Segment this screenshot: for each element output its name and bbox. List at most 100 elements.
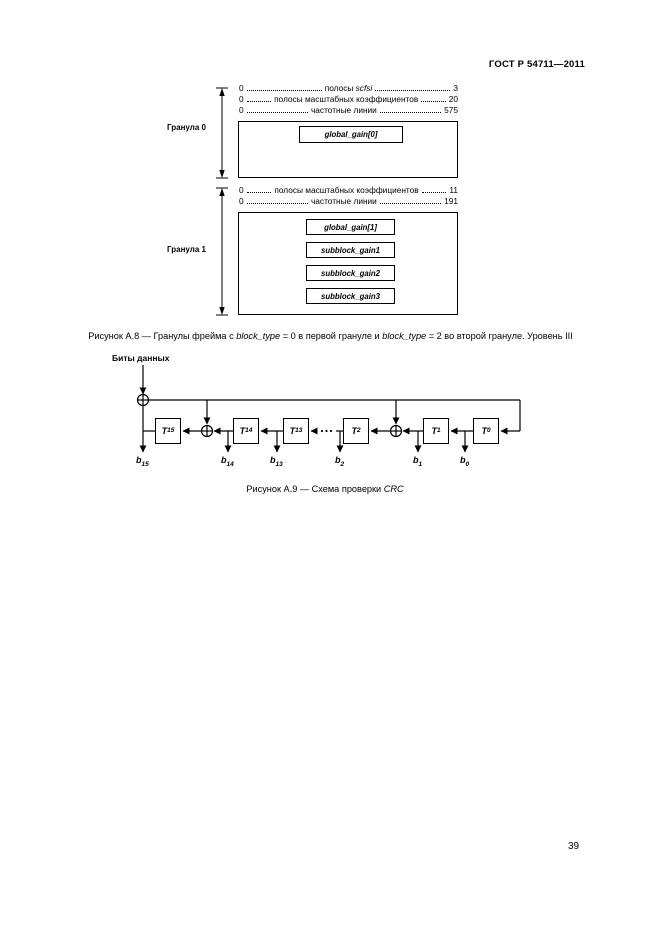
dotted-leader — [246, 101, 272, 102]
dotted-leader — [379, 112, 442, 113]
row-label: полосы scfsi — [325, 84, 373, 93]
granule0-row-scfsi: 0 полосы scfsi 3 — [239, 84, 458, 93]
dotted-leader — [421, 101, 446, 102]
dotted-leader — [246, 90, 322, 91]
figure-a9-caption: Рисунок А.9 — Схема проверки CRC — [10, 484, 640, 494]
granule0-dimension-arrow — [216, 87, 228, 179]
row-right-value: 20 — [448, 94, 458, 104]
output-letter: b — [334, 455, 341, 465]
granule0-row-scalefactor-bands: 0 полосы масштабных коэффициентов 20 — [239, 95, 458, 104]
page-number: 39 — [568, 841, 580, 852]
crc-wires — [139, 365, 521, 453]
output-letter: b — [412, 455, 419, 465]
output-b13: b13 — [270, 455, 283, 468]
row-label: частотные линии — [311, 106, 377, 115]
register-subscript: 2 — [356, 426, 361, 434]
row-label-text: полосы — [324, 83, 356, 93]
crc-input-label: Биты данных — [112, 353, 170, 363]
dotted-leader — [375, 90, 451, 91]
register-letter: T — [289, 426, 296, 436]
output-b1: b1 — [413, 455, 422, 468]
granule1-label: Гранула 1 — [167, 245, 206, 254]
row-label-text: частотные линии — [310, 196, 377, 206]
output-letter: b — [135, 455, 142, 465]
dotted-leader — [246, 203, 308, 204]
row-right-value: 191 — [444, 196, 459, 206]
ellipsis-dots — [320, 429, 333, 433]
row-label: полосы масштабных коэффициентов — [274, 186, 418, 195]
granule0-label: Гранула 0 — [167, 123, 206, 132]
register-subscript: 1 — [436, 426, 441, 434]
row-label-text: частотные линии — [310, 105, 377, 115]
subblock-gain1-box: subblock_gain1 — [306, 242, 395, 258]
row-label: полосы масштабных коэффициентов — [274, 95, 418, 104]
output-subscript: 14 — [226, 460, 234, 468]
global-gain0-box: global_gain[0] — [299, 126, 403, 143]
output-letter: b — [220, 455, 227, 465]
subblock-gain2-box: subblock_gain2 — [306, 265, 395, 281]
register-letter: T — [351, 426, 357, 436]
row-left-value: 0 — [239, 94, 244, 104]
row-left-value: 0 — [239, 105, 244, 115]
caption-italic: CRC — [383, 484, 404, 494]
output-subscript: 15 — [141, 460, 149, 468]
xor-icon — [200, 424, 214, 438]
granule1-row-scalefactor-bands: 0 полосы масштабных коэффициентов 11 — [239, 186, 458, 195]
figure-a8-caption: Рисунок А.8 — Гранулы фрейма с block_typ… — [18, 331, 643, 341]
row-left-value: 0 — [239, 185, 244, 195]
caption-italic: block_type — [236, 331, 281, 341]
caption-text: Рисунок А.8 — Гранулы фрейма с — [88, 331, 237, 341]
document-header: ГОСТ Р 54711—2011 — [488, 59, 585, 70]
row-left-value: 0 — [239, 196, 244, 206]
dotted-leader — [421, 192, 447, 193]
output-b2: b2 — [335, 455, 344, 468]
output-letter: b — [459, 455, 466, 465]
caption-text: = 0 в первой грануле и — [280, 331, 383, 341]
output-b0: b0 — [460, 455, 469, 468]
output-subscript: 2 — [340, 460, 345, 468]
register-subscript: 0 — [486, 426, 491, 434]
subblock-gain3-box: subblock_gain3 — [306, 288, 395, 304]
output-b14: b14 — [221, 455, 234, 468]
row-label-text: полосы масштабных коэффициентов — [274, 94, 419, 104]
output-subscript: 1 — [418, 460, 423, 468]
register-subscript: 13 — [295, 426, 303, 434]
granule1-dimension-arrow — [216, 187, 228, 316]
register-subscript: 15 — [167, 426, 175, 434]
register-letter: T — [431, 426, 437, 436]
global-gain1-box: global_gain[1] — [306, 219, 395, 235]
row-right-value: 11 — [449, 185, 459, 195]
row-left-value: 0 — [239, 83, 244, 93]
output-b15: b15 — [136, 455, 149, 468]
output-subscript: 13 — [275, 460, 283, 468]
xor-icon — [389, 424, 403, 438]
output-subscript: 0 — [465, 460, 470, 468]
caption-italic: block_type — [382, 331, 427, 341]
dotted-leader — [379, 203, 442, 204]
register-letter: T — [481, 426, 487, 436]
output-letter: b — [269, 455, 276, 465]
crc-circuit-wires — [136, 365, 521, 453]
xor-icon — [136, 393, 150, 407]
caption-text: = 2 во второй грануле. Уровень III — [426, 331, 573, 341]
dotted-leader — [246, 192, 272, 193]
register-subscript: 14 — [245, 426, 253, 434]
row-label-text: полосы масштабных коэффициентов — [274, 185, 419, 195]
row-right-value: 575 — [444, 105, 459, 115]
dimension-arrows — [216, 87, 228, 316]
row-label-italic: scfsi — [355, 83, 373, 93]
register-letter: T — [161, 426, 168, 436]
register-letter: T — [239, 426, 246, 436]
caption-text: Рисунок А.9 — Схема проверки — [246, 484, 384, 494]
row-label: частотные линии — [311, 197, 377, 206]
granule1-row-frequency-lines: 0 частотные линии 191 — [239, 197, 458, 206]
row-right-value: 3 — [453, 83, 458, 93]
